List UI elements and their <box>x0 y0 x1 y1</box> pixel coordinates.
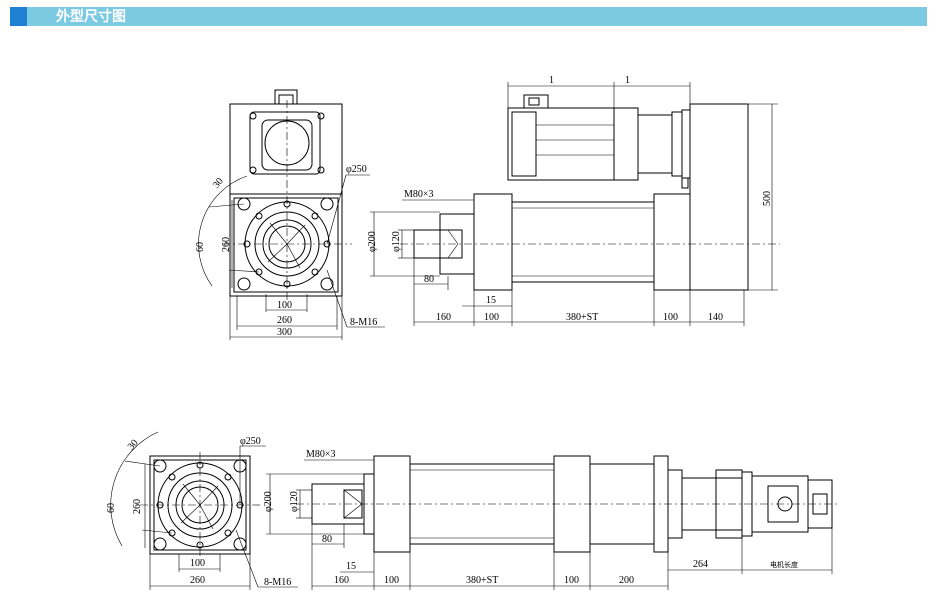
section-header: 外型尺寸图 <box>10 7 927 26</box>
bottom-front-dim-60: 60 <box>106 503 117 513</box>
top-side-dim-15: 15 <box>486 295 496 306</box>
top-side-dim-380st: 380+ST <box>566 312 598 323</box>
bottom-side-phi120: φ120 <box>289 491 300 512</box>
top-side-dim-100a: 100 <box>484 312 499 323</box>
bottom-side-thread: M80×3 <box>306 449 336 460</box>
bottom-side-phi200: φ200 <box>263 491 274 512</box>
top-front-view: 30 60 260 100 260 300 φ250 8-M16 <box>195 89 385 340</box>
bottom-front-phi250: φ250 <box>240 436 261 447</box>
top-side-dim-1a: 1 <box>549 75 554 86</box>
bottom-front-dim-260: 260 <box>190 575 205 586</box>
header-accent-marker <box>10 7 27 26</box>
top-front-dim-100: 100 <box>277 300 292 311</box>
top-front-phi250: φ250 <box>346 164 367 175</box>
top-side-dim-140: 140 <box>708 312 723 323</box>
top-side-dim-80: 80 <box>424 274 434 285</box>
bottom-front-bolt-spec: 8-M16 <box>264 577 291 588</box>
bottom-front-dim-100: 100 <box>190 558 205 569</box>
top-front-dim-30: 30 <box>211 176 226 191</box>
bottom-side-dim-264: 264 <box>693 559 708 570</box>
section-title: 外型尺寸图 <box>56 8 126 24</box>
top-side-dim-500: 500 <box>762 191 773 206</box>
top-front-dim-260-vertical: 260 <box>221 237 232 252</box>
bottom-side-dim-380st: 380+ST <box>466 575 498 586</box>
bottom-side-dim-100b: 100 <box>564 575 579 586</box>
top-side-phi200: φ200 <box>367 231 378 252</box>
top-side-thread: M80×3 <box>404 189 434 200</box>
top-side-view: 1 1 500 M80×3 φ200 φ120 80 15 160 100 38… <box>367 75 780 326</box>
bottom-side-motor-length: 电机长度 <box>770 560 798 569</box>
top-side-dim-100b: 100 <box>663 312 678 323</box>
top-front-dim-60: 60 <box>195 242 206 252</box>
top-side-dim-1b: 1 <box>625 75 630 86</box>
bottom-side-dim-15: 15 <box>346 561 356 572</box>
bottom-front-dim-30: 30 <box>126 438 141 453</box>
top-side-dim-160: 160 <box>436 312 451 323</box>
top-front-dim-300: 300 <box>277 327 292 338</box>
bottom-side-view: M80×3 φ200 φ120 80 15 160 100 380+ST 100… <box>263 449 840 590</box>
bottom-side-dim-80: 80 <box>322 534 332 545</box>
bottom-front-dim-260-vertical: 260 <box>132 499 143 514</box>
bottom-side-dim-100a: 100 <box>384 575 399 586</box>
top-front-dim-260: 260 <box>277 315 292 326</box>
top-side-phi120: φ120 <box>391 231 402 252</box>
top-front-bolt-spec: 8-M16 <box>350 317 377 328</box>
bottom-side-dim-200: 200 <box>619 575 634 586</box>
bottom-side-dim-160: 160 <box>334 575 349 586</box>
